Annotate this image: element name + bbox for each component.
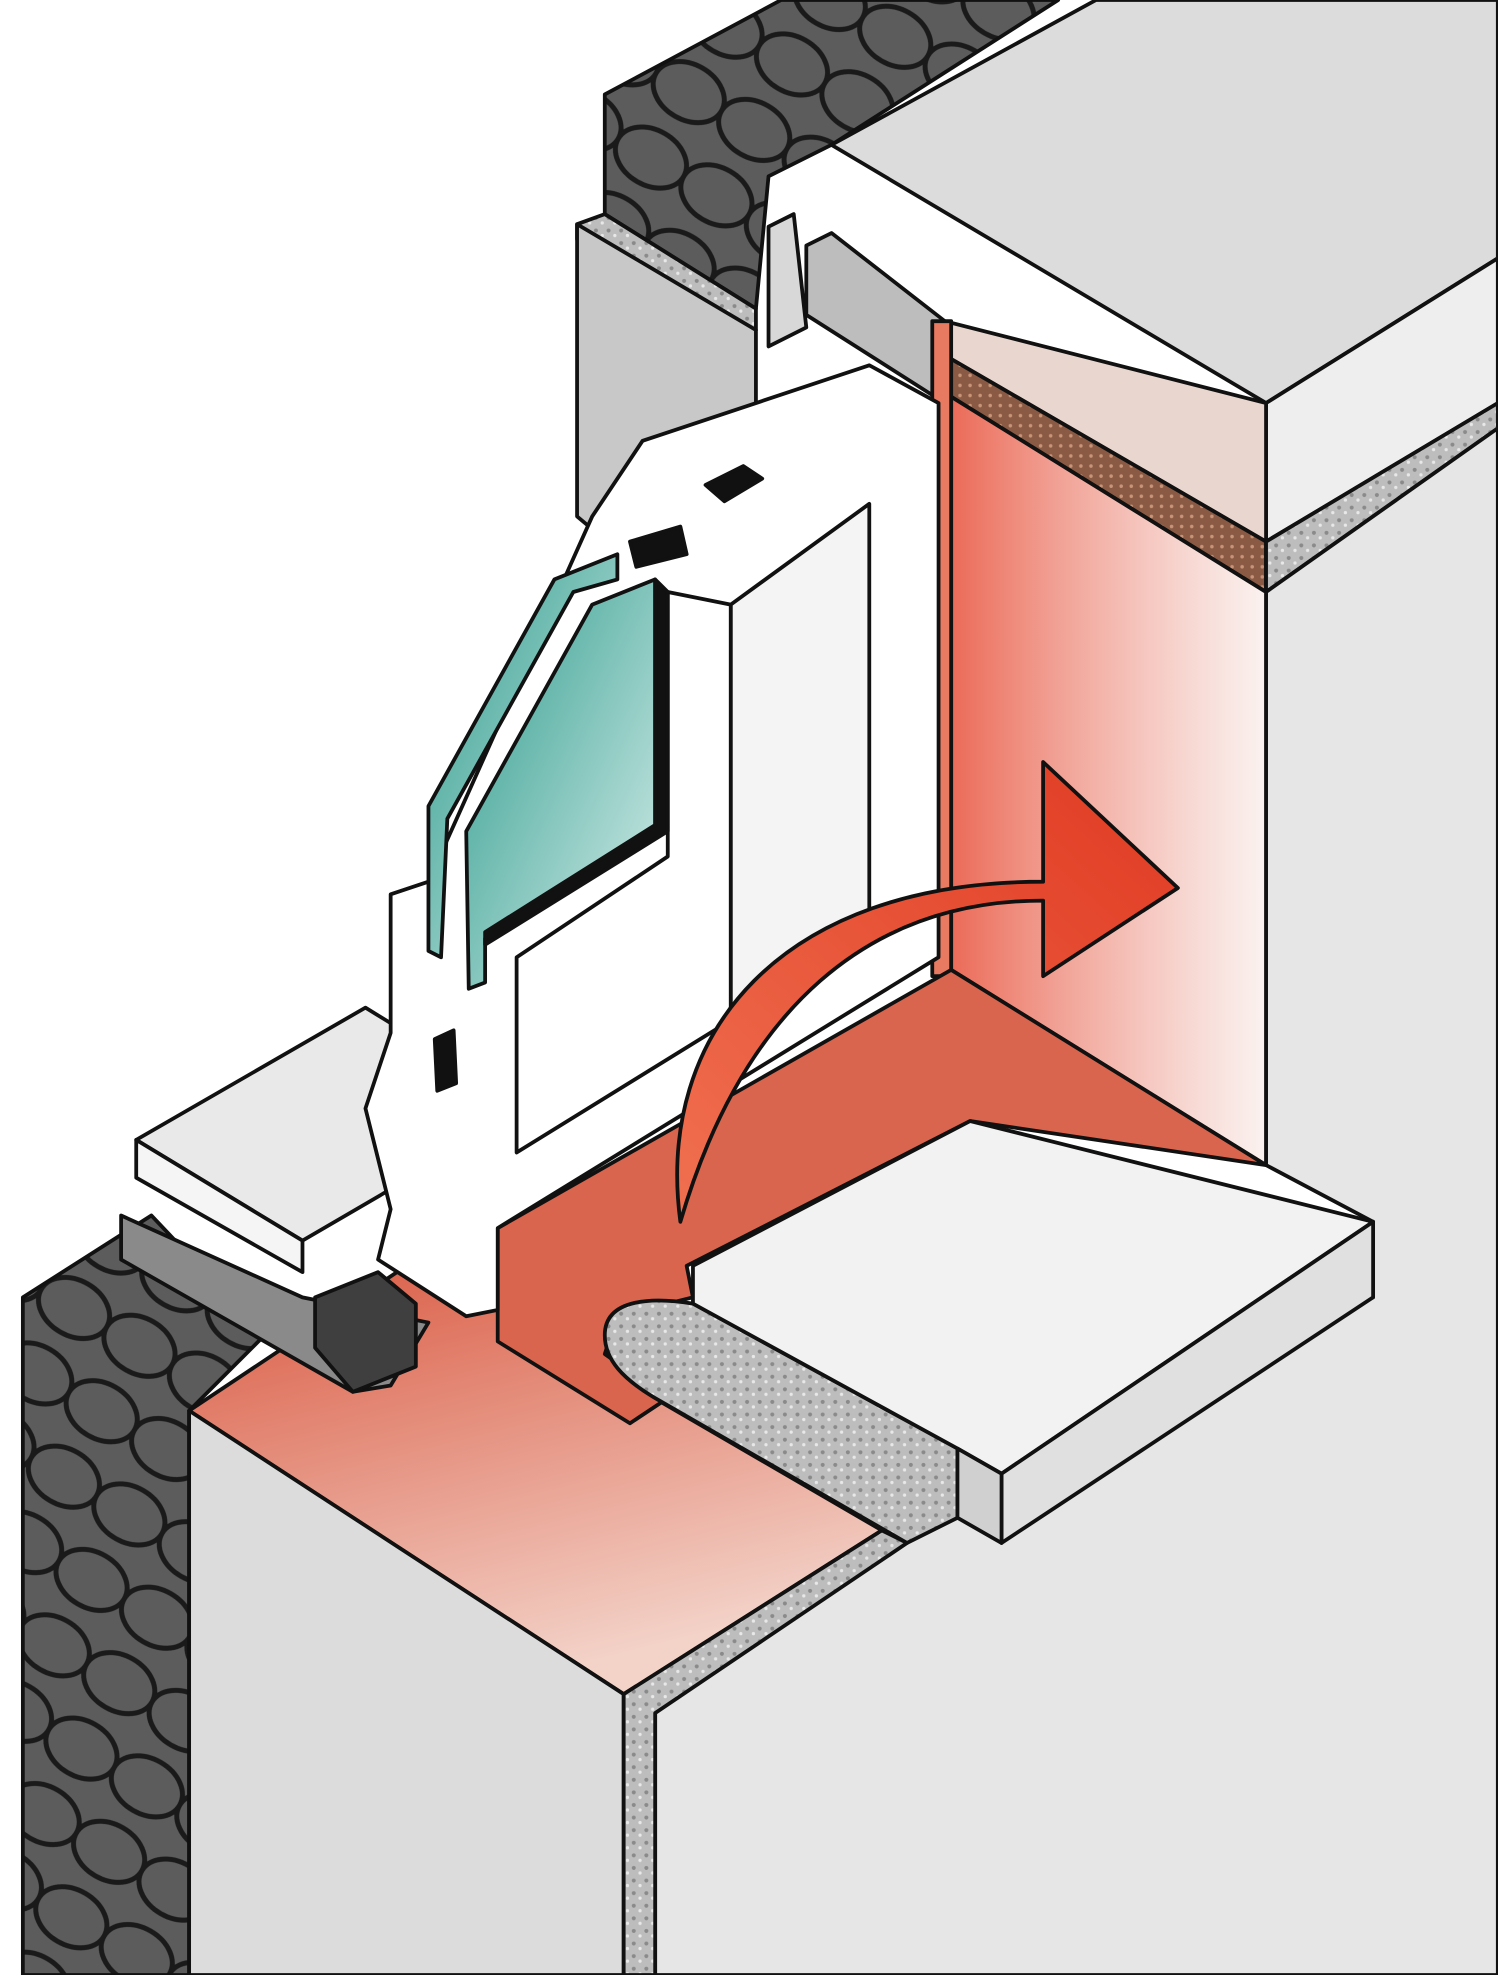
frame-inner-profile	[514, 590, 733, 1155]
upper-lintel-strip	[766, 212, 809, 349]
heat-flow-arrow	[675, 760, 1180, 1224]
frame-seal-mid	[628, 524, 689, 569]
frame-seal-top	[703, 464, 765, 504]
glass-pane-outer	[426, 552, 620, 960]
glass-spacer	[483, 577, 670, 947]
sill-seal	[313, 1270, 418, 1394]
frame-seal-bottom	[432, 1028, 459, 1093]
sill-drip	[955, 1446, 1004, 1545]
lower-block-front-face	[187, 1408, 626, 1975]
outer-sill-front	[134, 1138, 305, 1275]
